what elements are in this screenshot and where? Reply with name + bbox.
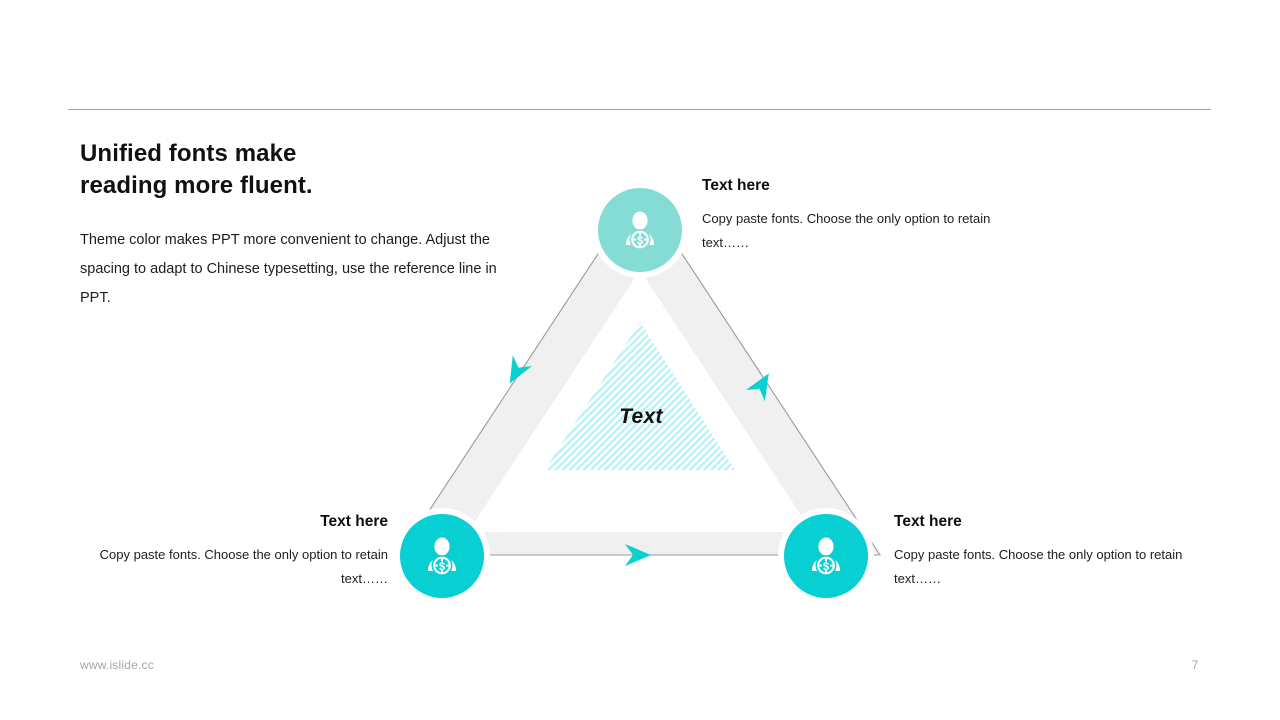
person-dollar-target-icon: $: [626, 211, 654, 250]
page-title: Unified fonts make reading more fluent.: [80, 138, 540, 202]
svg-text:$: $: [823, 561, 829, 573]
arrow-left-edge-icon: [509, 355, 532, 384]
footer-page-number: 7: [1191, 658, 1199, 672]
callout-bottom-right: Text here Copy paste fonts. Choose the o…: [894, 512, 1194, 591]
arrow-right-edge-icon: [746, 373, 769, 402]
callout-bottom-left-title: Text here: [320, 513, 388, 530]
person-dollar-target-icon: $: [428, 537, 456, 576]
lead-line-1: Theme color makes PPT more convenient to…: [80, 232, 423, 248]
callout-bottom-right-title: Text here: [894, 513, 962, 530]
node-circle-bottom-left[interactable]: $: [400, 514, 484, 598]
lead-line-3: reference line in PPT.: [80, 261, 497, 306]
page-title-line-1: Unified fonts make: [80, 140, 297, 167]
node-circle-top[interactable]: $: [598, 188, 682, 272]
callout-top: Text here Copy paste fonts. Choose the o…: [702, 176, 1002, 255]
callout-bottom-left: Text here Copy paste fonts. Choose the o…: [88, 512, 388, 591]
lead-paragraph: Theme color makes PPT more convenient to…: [80, 226, 512, 313]
callout-bottom-left-body: Copy paste fonts. Choose the only option…: [99, 547, 388, 586]
lead-line-2: Adjust the spacing to adapt to Chinese t…: [80, 232, 490, 277]
header-divider: [68, 109, 1211, 110]
svg-text:$: $: [439, 561, 445, 573]
center-label: Text: [619, 405, 663, 428]
footer-url[interactable]: www.islide.cc: [80, 658, 154, 672]
svg-text:$: $: [637, 235, 643, 247]
callout-top-body: Copy paste fonts. Choose the only option…: [702, 211, 991, 250]
callout-bottom-right-body: Copy paste fonts. Choose the only option…: [894, 547, 1183, 586]
page-title-line-2: reading more fluent.: [80, 172, 313, 199]
callout-top-title: Text here: [702, 177, 770, 194]
person-dollar-target-icon: $: [812, 537, 840, 576]
arrow-bottom-edge-icon: [625, 544, 651, 566]
node-circle-bottom-right[interactable]: $: [784, 514, 868, 598]
